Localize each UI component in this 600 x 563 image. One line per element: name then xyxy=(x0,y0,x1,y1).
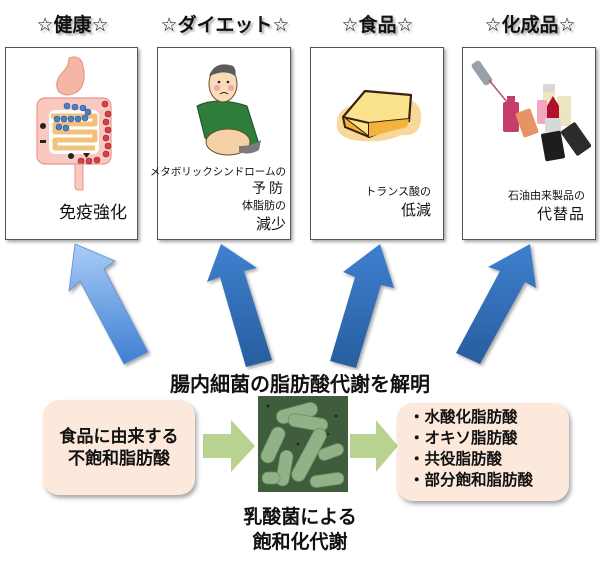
caption-diet: メタボリックシンドロームの 予防 体脂肪の 減少 xyxy=(150,164,286,234)
arrows-layer xyxy=(68,243,536,368)
panel-health: 免疫強化 xyxy=(5,47,138,240)
product-item: ・部分飽和脂肪酸 xyxy=(409,471,534,489)
source-line: 不飽和脂肪酸 xyxy=(68,448,170,469)
lactic-acid-bacteria-micrograph xyxy=(258,396,348,492)
butter-icon xyxy=(336,89,422,142)
arrow-chemicals xyxy=(456,244,536,364)
caption-line: 石油由来製品の xyxy=(508,189,585,202)
source-box: 食品に由来する 不飽和脂肪酸 xyxy=(43,400,195,495)
arrow-health xyxy=(68,243,149,365)
caption-food: トランス酸の 低減 xyxy=(365,184,431,220)
category-title-diet: ☆ダイエット☆ xyxy=(160,14,290,36)
process-caption: 乳酸菌による 飽和化代謝 xyxy=(200,505,400,555)
caption-chemicals: 石油由来製品の 代替品 xyxy=(508,188,585,224)
product-item: ・水酸化脂肪酸 xyxy=(409,408,518,426)
category-title-chemicals: ☆化成品☆ xyxy=(484,14,576,36)
cosmetics-icon xyxy=(471,60,591,162)
caption-health: 免疫強化 xyxy=(59,198,127,223)
products-box: ・水酸化脂肪酸 ・オキソ脂肪酸 ・共役脂肪酸 ・部分飽和脂肪酸 xyxy=(397,403,569,501)
green-arrow-right xyxy=(350,420,398,472)
category-title-health: ☆健康☆ xyxy=(36,14,109,36)
arrow-food xyxy=(330,244,394,368)
man-belly-icon xyxy=(196,64,261,156)
source-line: 食品に由来する xyxy=(59,426,179,447)
caption-line: トランス酸の xyxy=(365,185,431,198)
caption-line: 代替品 xyxy=(536,205,585,223)
caption-line: メタボリックシンドロームの xyxy=(149,166,286,178)
green-arrow-left xyxy=(203,420,255,472)
caption-line: 低減 xyxy=(400,201,431,219)
caption-line: 免疫強化 xyxy=(59,203,127,223)
product-item: ・共役脂肪酸 xyxy=(409,450,503,468)
panel-diet: メタボリックシンドロームの 予防 体脂肪の 減少 xyxy=(150,47,291,240)
product-item: ・オキソ脂肪酸 xyxy=(409,429,518,447)
main-heading: 腸内細菌の脂肪酸代謝を解明 xyxy=(170,372,430,396)
caption-line: 減少 xyxy=(255,215,286,233)
process-caption-line: 飽和化代謝 xyxy=(252,531,348,553)
panel-chemicals: 石油由来製品の 代替品 xyxy=(462,47,596,240)
panel-food: トランス酸の 低減 xyxy=(310,47,444,240)
caption-line: 予防 xyxy=(252,181,286,197)
caption-line: 体脂肪の xyxy=(242,199,286,212)
category-title-food: ☆食品☆ xyxy=(341,14,414,36)
process-caption-line: 乳酸菌による xyxy=(243,506,357,528)
intestine-icon xyxy=(36,56,112,191)
arrow-diet xyxy=(207,244,272,367)
